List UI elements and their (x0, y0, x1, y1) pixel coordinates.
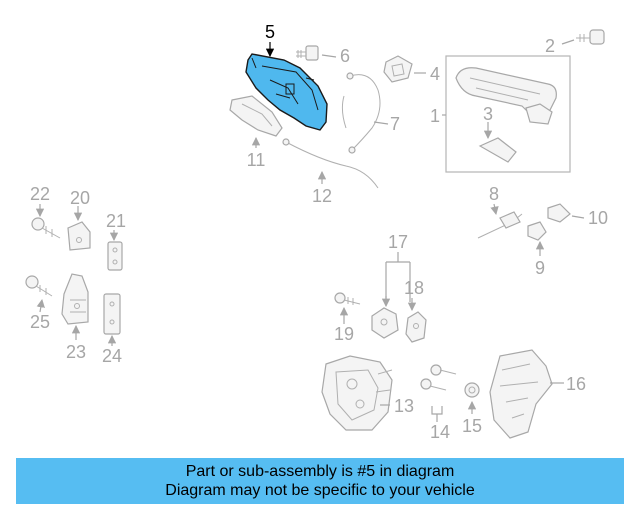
part-24-shim[interactable] (103, 293, 121, 335)
callout-8: 8 (489, 184, 499, 204)
part-2-screw[interactable] (576, 29, 605, 45)
part-11-inside-handle[interactable] (229, 95, 283, 137)
part-13-latch[interactable] (321, 355, 393, 431)
part-8-rod[interactable] (477, 211, 523, 239)
callout-23: 23 (66, 342, 86, 362)
callout-10: 10 (588, 208, 608, 228)
part-9-clip[interactable] (527, 221, 547, 241)
part-4-gasket[interactable] (383, 55, 413, 83)
callout-6: 6 (340, 46, 350, 66)
callout-18: 18 (404, 278, 424, 298)
part-19-bolt[interactable] (334, 292, 361, 305)
banner-line-1: Part or sub-assembly is #5 in diagram (185, 463, 455, 480)
callout-16: 16 (566, 374, 586, 394)
callout-22: 22 (30, 184, 50, 204)
callout-5: 5 (265, 22, 275, 42)
part-6-bolt[interactable] (296, 45, 319, 61)
callout-12: 12 (312, 186, 332, 206)
part-21-shim[interactable] (107, 241, 123, 271)
part-12-rod[interactable] (282, 138, 379, 189)
callout-24: 24 (102, 346, 122, 366)
callout-21: 21 (106, 211, 126, 231)
part-3-cap[interactable] (478, 137, 517, 163)
part-20-hinge[interactable] (67, 221, 91, 251)
callout-11: 11 (247, 150, 266, 170)
banner-line-2: Diagram may not be specific to your vehi… (165, 482, 475, 499)
callout-1: 1 (430, 106, 440, 126)
callout-7: 7 (390, 114, 400, 134)
callout-20: 20 (70, 188, 90, 208)
part-10-clip[interactable] (547, 203, 571, 223)
part-17-striker[interactable] (371, 307, 399, 339)
info-banner: Part or sub-assembly is #5 in diagram Di… (16, 458, 624, 504)
callout-4: 4 (430, 64, 440, 84)
part-23-hinge[interactable] (61, 273, 89, 325)
callout-19: 19 (334, 324, 354, 344)
part-15-nut[interactable] (464, 382, 480, 398)
callout-17-bracket (385, 252, 411, 302)
callout-14: 14 (430, 422, 450, 442)
callout-labels: 5 6 4 2 1 3 7 11 12 8 10 9 22 20 21 25 2… (30, 22, 608, 442)
callout-25: 25 (30, 312, 50, 332)
callout-14-bracket (431, 406, 443, 422)
part-16-actuator[interactable] (489, 349, 553, 439)
part-22-bolt[interactable] (31, 217, 61, 239)
part-7-cable[interactable] (341, 72, 381, 154)
callout-15: 15 (462, 416, 482, 436)
part-1-outside-handle[interactable] (445, 55, 571, 173)
parts-diagram: 5 6 4 2 1 3 7 11 12 8 10 9 22 20 21 25 2… (25, 22, 608, 442)
part-25-bolt[interactable] (25, 275, 53, 297)
part-5-reinforcement[interactable] (245, 53, 328, 131)
callout-2: 2 (545, 36, 555, 56)
part-14-screws[interactable] (420, 364, 457, 391)
part-18-plate[interactable] (405, 311, 427, 343)
callout-3: 3 (483, 104, 493, 124)
callout-13: 13 (394, 396, 414, 416)
callout-17: 17 (388, 232, 408, 252)
callout-9: 9 (535, 258, 545, 278)
